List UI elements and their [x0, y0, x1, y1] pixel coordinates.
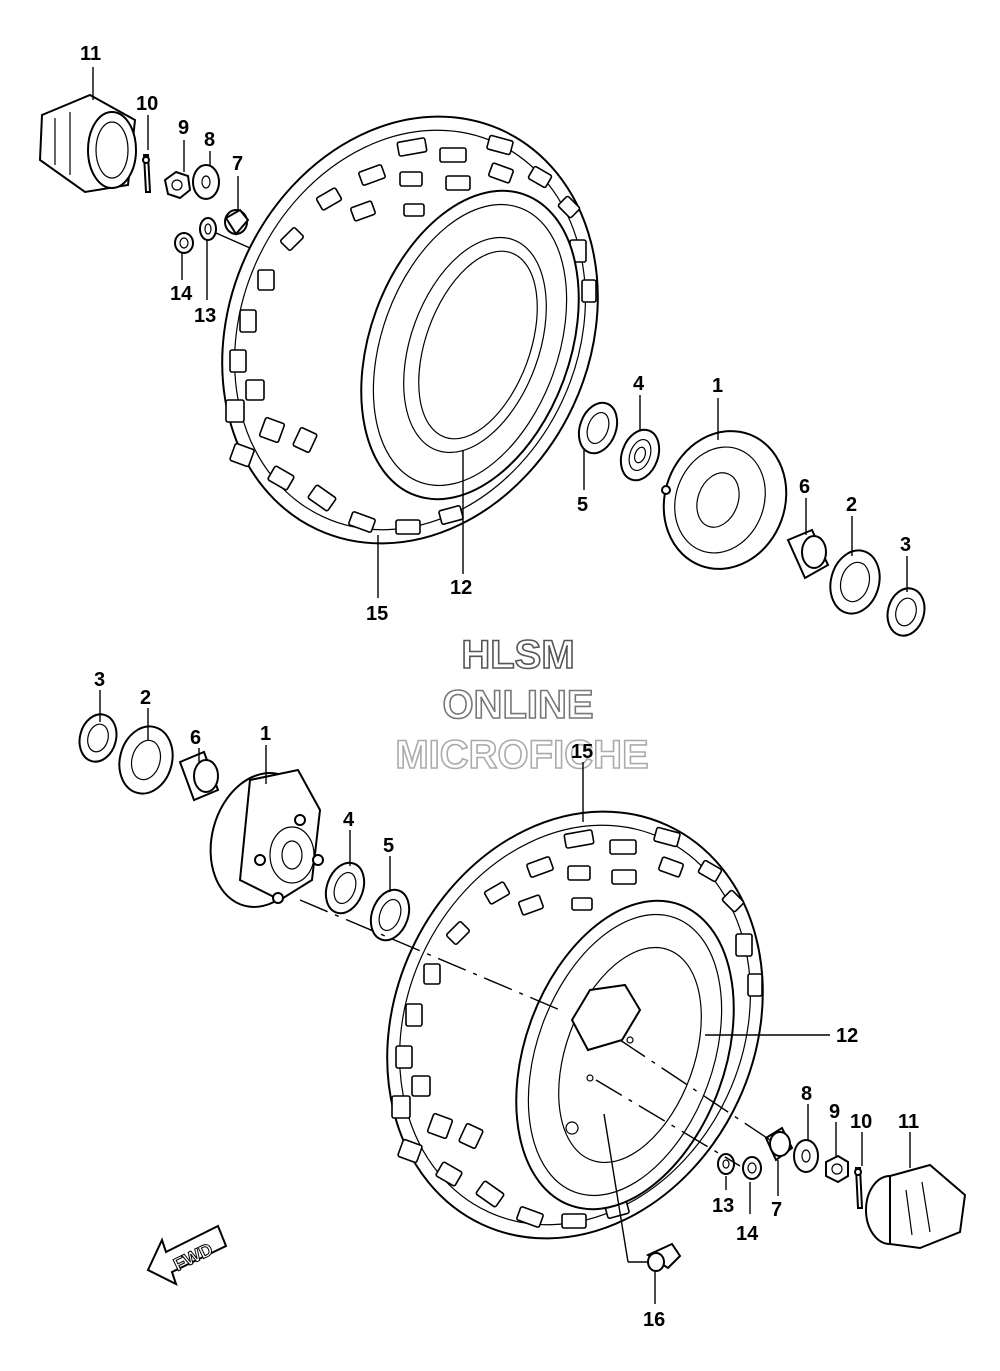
bottom-callout-15: 15 — [571, 741, 593, 763]
top-callout-12: 12 — [450, 577, 472, 599]
bottom-callout-9: 9 — [829, 1101, 840, 1123]
bottom-callout-11: 11 — [898, 1111, 919, 1133]
bottom-callout-8: 8 — [801, 1083, 812, 1105]
bottom-callout-16: 16 — [643, 1309, 665, 1331]
top-callout-15: 15 — [366, 603, 388, 625]
bottom-callout-1: 1 — [260, 723, 271, 745]
bottom-callout-6: 6 — [190, 727, 201, 749]
bottom-washer-13 — [717, 1153, 735, 1175]
top-callout-14: 14 — [170, 283, 193, 305]
bottom-callout-7: 7 — [771, 1199, 782, 1221]
bottom-callout-10: 10 — [850, 1111, 872, 1133]
top-callout-5: 5 — [577, 494, 588, 516]
top-callout-2: 2 — [846, 494, 857, 516]
top-washer-13 — [199, 217, 217, 241]
bottom-washer-8 — [793, 1139, 819, 1173]
top-cap-11 — [38, 93, 137, 194]
bottom-spacer-6 — [178, 750, 220, 802]
bottom-nut-14 — [742, 1156, 762, 1180]
bottom-nut-9 — [825, 1154, 849, 1184]
watermark-line3: MICROFICHE — [395, 733, 648, 777]
bottom-bearing-2 — [118, 725, 174, 795]
bottom-cap-11 — [865, 1163, 967, 1250]
top-callout-4: 4 — [633, 373, 645, 395]
bottom-callout-4: 4 — [343, 809, 355, 831]
top-callout-9: 9 — [178, 117, 189, 139]
top-washer-8 — [192, 164, 220, 200]
bottom-callout-2: 2 — [140, 687, 151, 709]
top-tire-tread — [225, 134, 597, 535]
top-assembly: 11 10 9 8 7 14 13 4 1 5 6 2 3 12 15 — [38, 43, 926, 637]
fwd-arrow: FWD — [146, 1224, 228, 1286]
bottom-seal-5 — [369, 888, 411, 942]
top-bearing-4 — [619, 428, 661, 482]
top-bearing-2 — [829, 549, 881, 615]
bottom-seal-3 — [78, 713, 118, 763]
watermark-line1: HLSM — [461, 633, 574, 677]
bottom-callout-13: 13 — [712, 1195, 734, 1217]
bottom-cotter-pin-10 — [854, 1167, 864, 1209]
top-callout-10: 10 — [136, 93, 158, 115]
top-seal-5 — [577, 401, 619, 455]
bottom-leader-lines — [99, 690, 911, 1304]
top-nut-14 — [174, 232, 194, 254]
top-callout-13: 13 — [194, 305, 216, 327]
bottom-callout-12: 12 — [836, 1025, 858, 1047]
top-spacer-7 — [224, 208, 250, 236]
bottom-bearing-4 — [324, 861, 366, 915]
top-seal-3 — [886, 587, 926, 637]
bottom-tire-tread — [391, 826, 763, 1229]
bottom-callout-3: 3 — [94, 669, 105, 691]
top-callout-11: 11 — [80, 43, 101, 65]
top-callout-3: 3 — [900, 534, 911, 556]
bottom-assembly: 3 2 6 1 4 5 15 12 8 9 10 11 13 14 7 16 — [78, 669, 967, 1331]
bottom-hub-1 — [209, 768, 324, 908]
top-cotter-pin-10 — [142, 154, 152, 193]
bottom-tire — [386, 810, 764, 1240]
top-callout-8: 8 — [204, 129, 215, 151]
top-callout-1: 1 — [712, 375, 723, 397]
watermark: HLSM ONLINE MICROFICHE — [395, 632, 650, 778]
top-callout-6: 6 — [799, 476, 810, 498]
top-spacer-6 — [786, 528, 830, 580]
bottom-valve-16 — [645, 1242, 682, 1272]
top-hub-1 — [661, 430, 788, 570]
top-tire — [221, 115, 599, 545]
bottom-callout-5: 5 — [383, 835, 394, 857]
bottom-spacer-7 — [764, 1126, 794, 1162]
top-callout-7: 7 — [232, 153, 243, 175]
watermark-line2: ONLINE — [442, 683, 593, 727]
top-nut-9 — [163, 170, 192, 200]
top-leader-lines — [92, 67, 908, 598]
bottom-callout-14: 14 — [736, 1223, 759, 1245]
